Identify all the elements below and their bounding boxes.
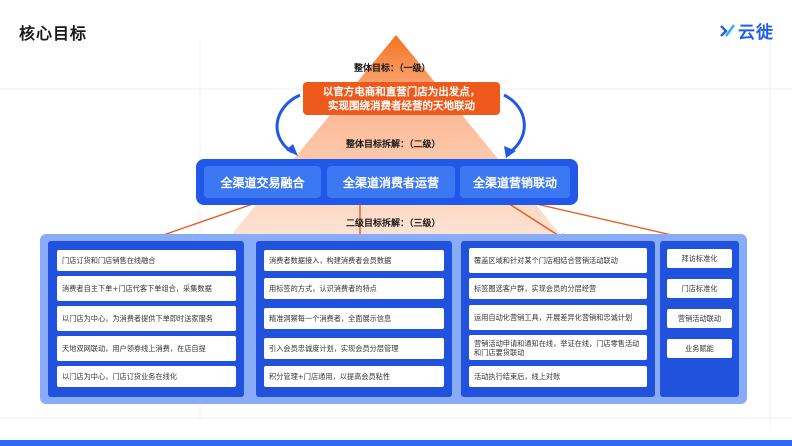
list-item: 精准洞察每一个消费者，全面展示信息 [264, 308, 444, 329]
list-item: 积分管理+门店通用，以提高会员粘性 [264, 366, 444, 387]
bottom-accent-bar [0, 440, 792, 446]
level3-label: 二级目标拆解：（三级） [346, 219, 441, 229]
list-item: 覆盖区域和针对某个门店相结合营销活动联动 [469, 248, 647, 273]
right-curve-arrow [503, 93, 526, 154]
list-item: 以门店为中心，门店订货业务在线化 [57, 366, 236, 387]
brand-mark-icon [720, 23, 735, 37]
list-item: 消费者自主下单+门店代客下单组合，采集数据 [57, 276, 236, 301]
list-item: 用标签的方式，认识消费者的特点 [264, 278, 444, 299]
level2-label: 整体目标拆解：（二级） [346, 140, 441, 150]
list-item: 运用自动化营销工具，开展差异化营销和忠诚计划 [469, 305, 647, 330]
list-item: 标签圈选客户群，实现会员的分层经营 [469, 278, 647, 299]
top-goal-line-1: 以官方电商和直营门店为出发点， [322, 86, 481, 98]
channel-consumer-ops: 全渠道消费者运营 [327, 166, 455, 198]
left-curve-arrow [275, 93, 301, 154]
list-item: 引入会员忠诚度计划，实现会员分层管理 [264, 338, 444, 359]
arrow-to-col3 [499, 197, 568, 242]
list-item: 门店订货和门店销售在线融合 [57, 250, 236, 271]
arrow-to-col1 [145, 197, 271, 242]
level1-label: 整体目标：（一级） [354, 64, 431, 74]
list-item: 业务赋能 [667, 339, 732, 358]
list-item: 天地双网联动，用户领券线上消费，在店自提 [57, 336, 236, 361]
brand-logo: 云徙 [720, 18, 774, 43]
top-goal-line-2: 实现围绕消费者经营的天地联动 [328, 100, 475, 112]
top-goal-box: 以官方电商和直营门店为出发点， 实现围绕消费者经营的天地联动 [303, 82, 500, 115]
channel-trade-fusion: 全渠道交易融合 [204, 166, 321, 198]
list-item: 活动执行结束后，线上对账 [469, 366, 647, 387]
list-item: 拜访标准化 [667, 249, 732, 268]
right-curve-arrowhead [504, 146, 516, 158]
left-curve-arrowhead [286, 144, 298, 156]
brand-name: 云徙 [738, 23, 774, 43]
list-item: 营销活动申请和通知在线，举证在线，门店零售活动和门店要货联动 [469, 335, 647, 360]
list-item: 营销活动联动 [667, 309, 732, 328]
list-item: 门店标准化 [667, 279, 732, 298]
list-item: 消费者数据接入，构建消费者会员数据 [264, 250, 444, 271]
arrow-to-col4 [509, 197, 699, 242]
page-title: 核心目标 [19, 24, 88, 43]
channel-marketing-link: 全渠道营销联动 [460, 166, 570, 198]
list-item: 以门店为中心，为消费者提供下单即时送家服务 [57, 306, 236, 331]
